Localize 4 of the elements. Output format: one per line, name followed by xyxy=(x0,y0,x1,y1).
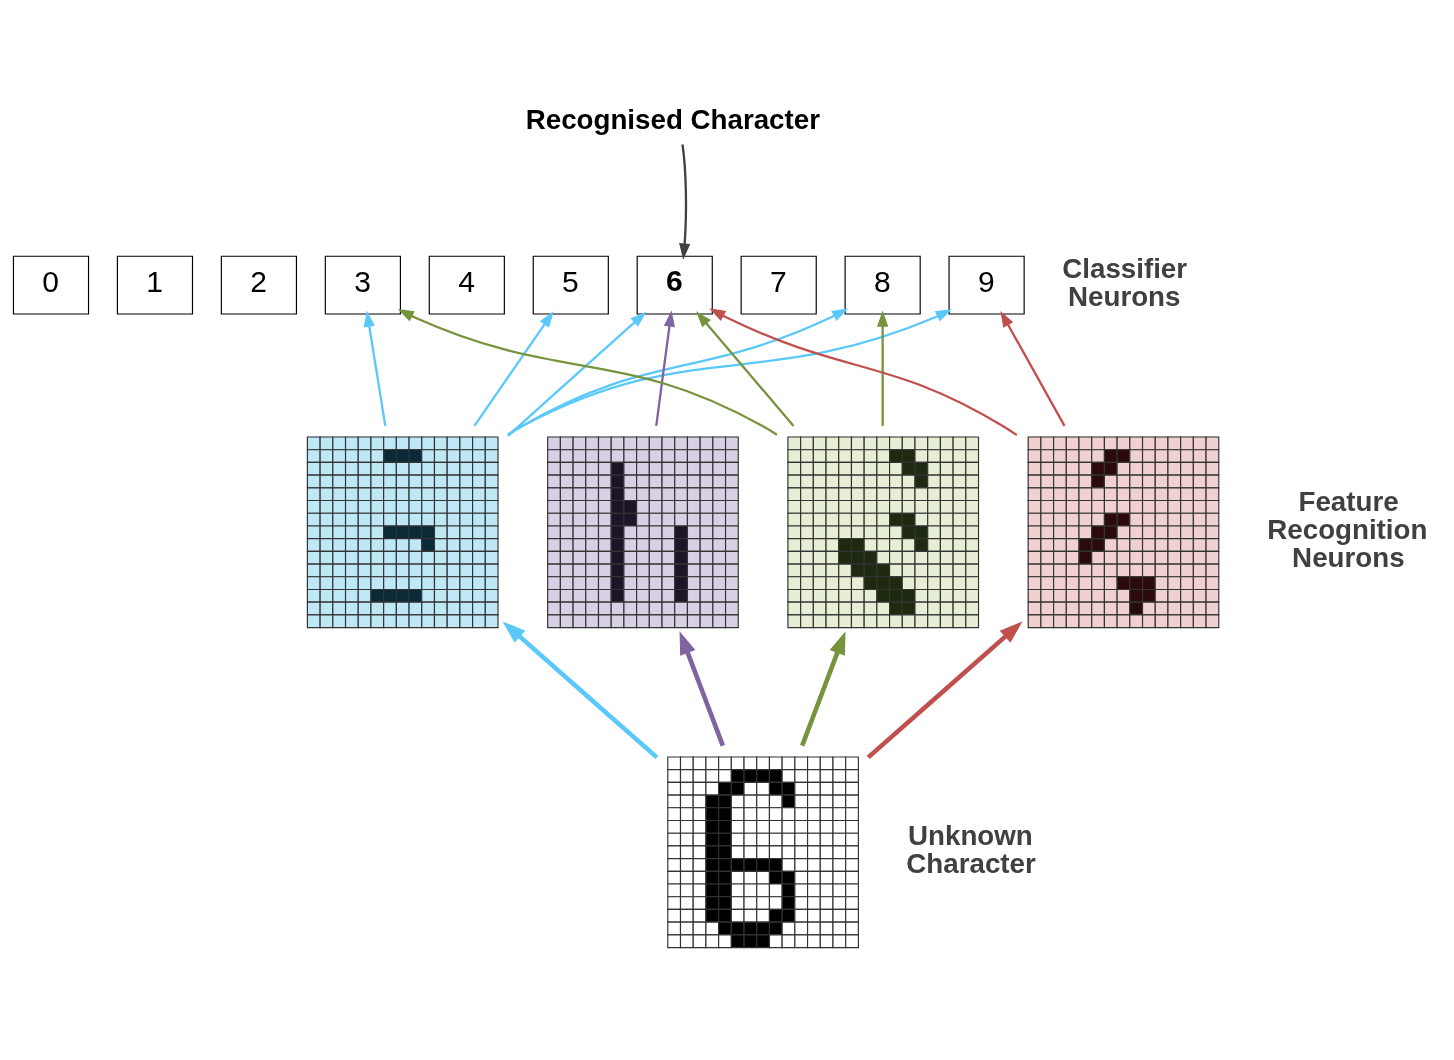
label: Classifier Neurons xyxy=(1062,253,1188,313)
label: Unknown Character xyxy=(906,819,1036,879)
node-text: Recognised Character xyxy=(525,104,820,136)
label: Feature Recognition Neurons xyxy=(1267,486,1428,573)
